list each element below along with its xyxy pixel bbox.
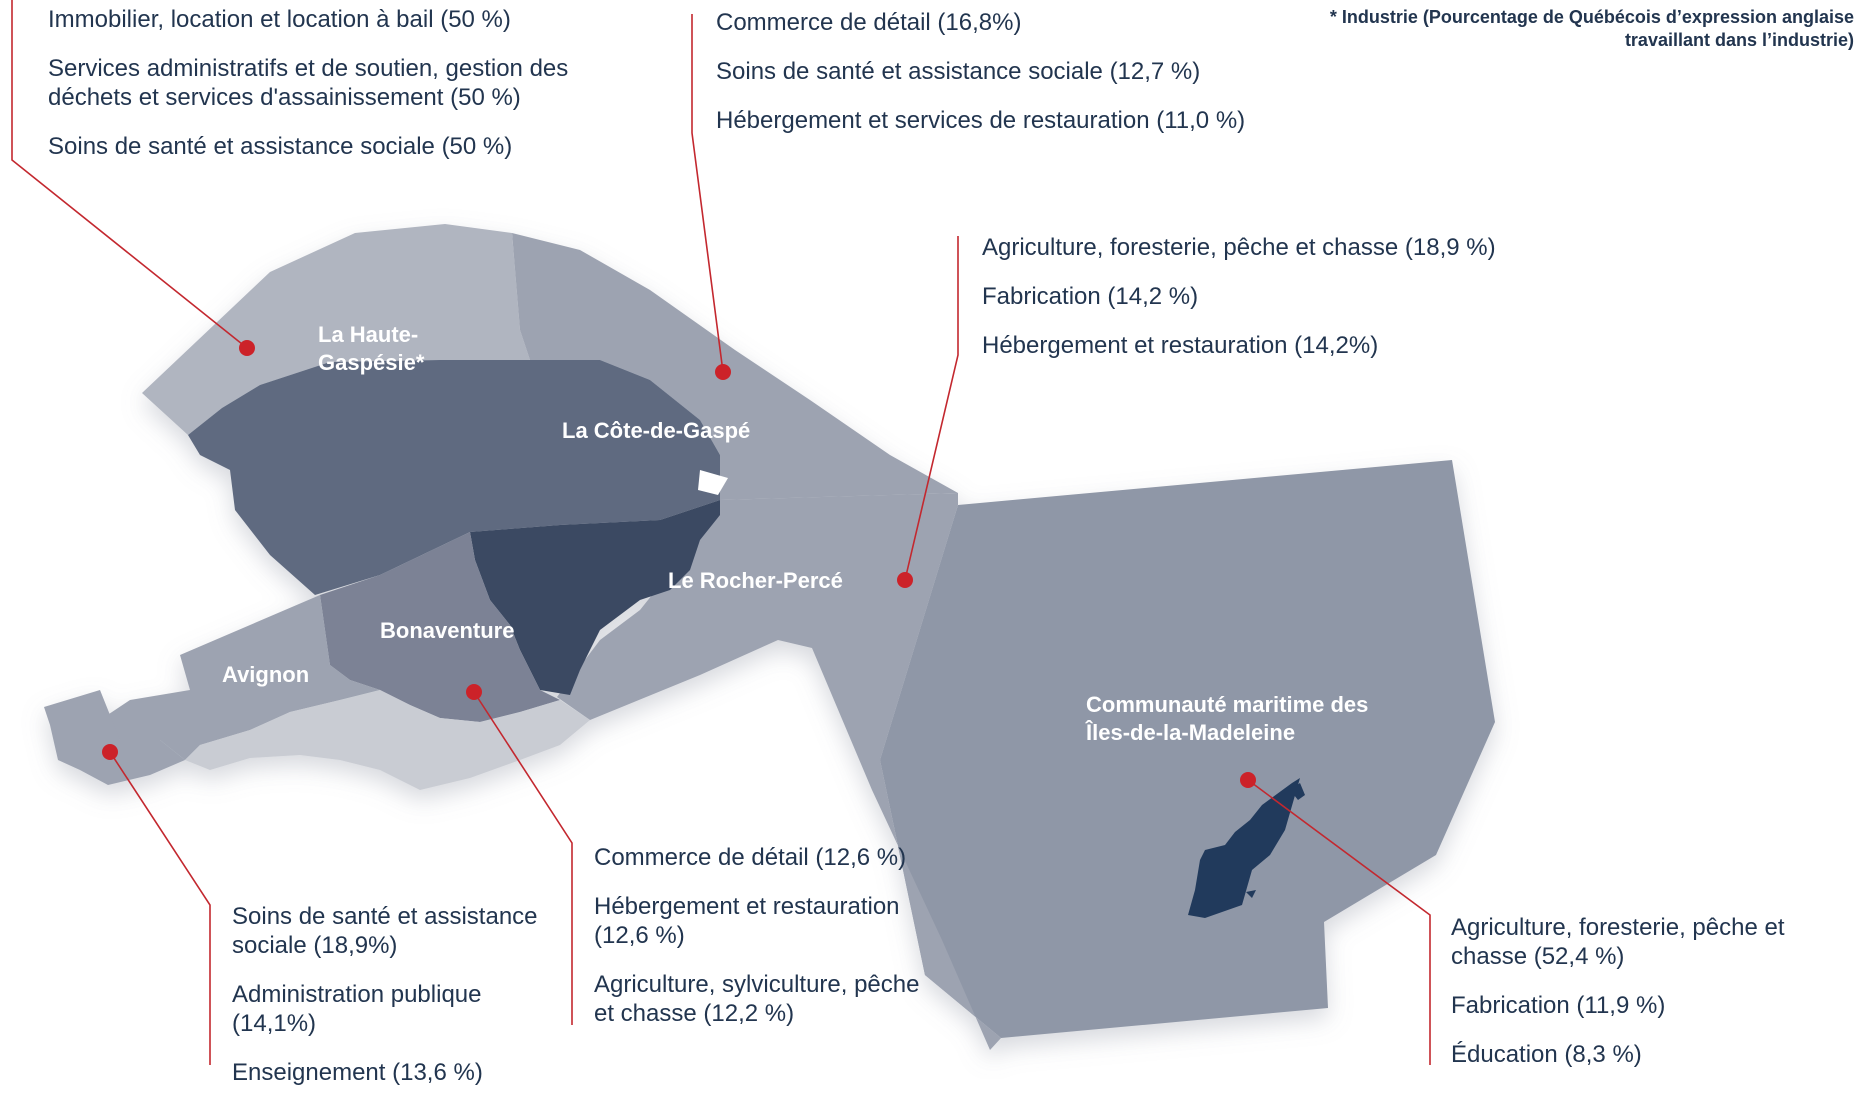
- label-iles-de-la-madeleine: Communauté maritime des Îles-de-la-Madel…: [1085, 692, 1375, 745]
- leader-line-haute-gaspesie: [11, 0, 248, 349]
- region-west-tip: [44, 690, 185, 785]
- industry-item: Immobilier, location et location à bail …: [48, 6, 511, 33]
- label-haute-gaspesie: La Haute- Gaspésie*: [318, 322, 425, 375]
- label-bonaventure: Bonaventure: [380, 618, 514, 643]
- coastline-band: [185, 690, 590, 790]
- marker-bonaventure: [466, 684, 482, 700]
- industries-avignon: Soins de santé et assistance sociale (18…: [232, 902, 562, 1107]
- region-la-cote-de-gaspe: [512, 233, 958, 500]
- industry-item: Éducation (8,3 %): [1451, 1041, 1642, 1068]
- region-le-rocher-perce: [557, 493, 1001, 1050]
- industry-item: Commerce de détail (16,8%): [716, 9, 1022, 36]
- industries-cote-de-gaspe: Commerce de détail (16,8%) Soins de sant…: [716, 8, 1316, 155]
- industry-item: Agriculture, foresterie, pêche et chasse…: [982, 234, 1496, 261]
- industry-item: Agriculture, sylviculture, pêche et chas…: [594, 971, 920, 1027]
- region-interior-darkest: [470, 500, 720, 695]
- industry-item: Hébergement et restauration (12,6 %): [594, 893, 900, 949]
- region-iles-de-la-madeleine: [880, 460, 1495, 1038]
- footnote-line-2: travaillant dans l’industrie): [1624, 30, 1854, 50]
- industries-bonaventure: Commerce de détail (12,6 %) Hébergement …: [594, 843, 934, 1048]
- leader-line-iles-de-la-madeleine: [1247, 779, 1431, 1065]
- label-cote-de-gaspe: La Côte-de-Gaspé: [562, 418, 750, 443]
- region-avignon: [100, 595, 380, 760]
- region-interior-dark: [188, 360, 720, 595]
- magdalen-islands: [1188, 778, 1305, 918]
- industry-item: Fabrication (14,2 %): [982, 283, 1199, 310]
- industry-item: Administration publique (14,1%): [232, 981, 482, 1037]
- marker-iles-de-la-madeleine: [1240, 772, 1256, 788]
- label-avignon: Avignon: [222, 662, 309, 687]
- leader-line-avignon: [109, 751, 211, 1065]
- industry-item: Hébergement et services de restauration …: [716, 107, 1246, 134]
- gaspesie-map: La Haute- Gaspésie* La Côte-de-Gaspé Le …: [11, 0, 1495, 1065]
- bay-inlet: [698, 470, 728, 495]
- industries-iles-de-la-madeleine: Agriculture, foresterie, pêche et chasse…: [1451, 913, 1811, 1089]
- marker-avignon: [102, 744, 118, 760]
- marker-cote-de-gaspe: [715, 364, 731, 380]
- label-rocher-perce: Le Rocher-Percé: [668, 568, 843, 593]
- leader-line-bonaventure: [473, 691, 573, 1025]
- industry-item: Soins de santé et assistance sociale (50…: [48, 133, 513, 160]
- leader-line-cote-de-gaspe: [691, 14, 724, 373]
- region-bonaventure: [320, 532, 560, 722]
- industry-item: Fabrication (11,9 %): [1451, 992, 1666, 1019]
- leader-line-rocher-perce: [904, 236, 959, 581]
- footnote-line-1: * Industrie (Pourcentage de Québécois d’…: [1329, 7, 1854, 27]
- industry-item: Enseignement (13,6 %): [232, 1059, 483, 1086]
- industry-item: Hébergement et restauration (14,2%): [982, 332, 1379, 359]
- marker-haute-gaspesie: [239, 340, 255, 356]
- industry-item: Soins de santé et assistance sociale (18…: [232, 903, 538, 959]
- footnote: * Industrie (Pourcentage de Québécois d’…: [1330, 6, 1854, 52]
- industries-rocher-perce: Agriculture, foresterie, pêche et chasse…: [982, 233, 1602, 380]
- industry-item: Soins de santé et assistance sociale (12…: [716, 58, 1201, 85]
- region-la-haute-gaspesie: [142, 224, 530, 435]
- industry-item: Commerce de détail (12,6 %): [594, 844, 907, 871]
- industries-haute-gaspesie: Immobilier, location et location à bail …: [48, 5, 608, 181]
- industry-item: Services administratifs et de soutien, g…: [48, 55, 569, 111]
- industry-item: Agriculture, foresterie, pêche et chasse…: [1451, 914, 1785, 970]
- marker-rocher-perce: [897, 572, 913, 588]
